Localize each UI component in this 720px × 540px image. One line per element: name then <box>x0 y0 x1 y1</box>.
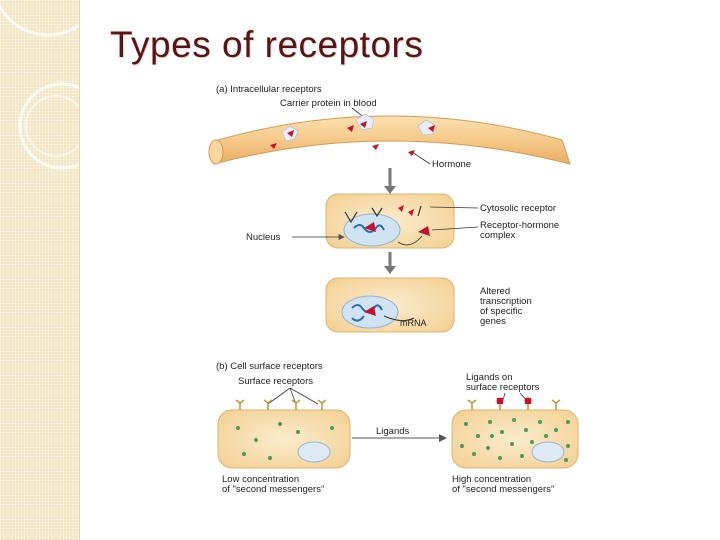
altered-label-line1: Altered <box>480 286 510 297</box>
receptor-icons-high <box>467 399 561 410</box>
target-cell-2 <box>325 277 455 333</box>
complex-label-line2: complex <box>480 230 516 241</box>
flow-arrow-1-head <box>384 186 396 194</box>
mrna-label: mRNA <box>400 318 427 328</box>
ligand-pointers <box>501 392 529 405</box>
blood-vessel <box>208 115 571 165</box>
cell-high-concentration <box>451 409 579 469</box>
high-concentration-line1: High concentration <box>452 474 531 485</box>
high-concentration-line2: of "second messengers" <box>452 484 554 495</box>
low-concentration-line2: of "second messengers" <box>222 484 324 495</box>
receptor-icons-low <box>235 399 327 410</box>
altered-label-line4: genes <box>480 316 506 327</box>
flow-arrow-2-head <box>384 266 396 274</box>
ligands-on-label-line1: Ligands on <box>466 372 512 383</box>
cytosolic-receptor-label: Cytosolic receptor <box>480 203 556 214</box>
altered-label-line3: of specific <box>480 306 522 317</box>
part-b-heading: (b) Cell surface receptors <box>216 361 323 372</box>
low-concentration-line1: Low concentration <box>222 474 299 485</box>
part-a-heading: (a) Intracellular receptors <box>216 84 322 95</box>
surface-receptors-label: Surface receptors <box>238 376 313 387</box>
target-cell-1 <box>325 193 455 249</box>
ligands-label: Ligands <box>376 426 410 437</box>
nucleus-label: Nucleus <box>246 232 281 243</box>
slide-title: Types of receptors <box>110 24 424 65</box>
complex-pointer-line <box>431 226 479 231</box>
altered-label-line2: transcription <box>480 296 532 307</box>
ligands-on-label-line2: surface receptors <box>466 382 540 393</box>
hormone-pointer-line <box>411 151 431 165</box>
cell-low-concentration <box>217 409 351 469</box>
complex-label-line1: Receptor-hormone <box>480 220 559 231</box>
decorative-sidebar <box>0 0 79 540</box>
bound-ligand-icons <box>496 397 532 405</box>
hormone-icons <box>270 121 435 156</box>
sidebar-divider <box>79 0 80 540</box>
hormone-label: Hormone <box>432 159 471 170</box>
sidebar-circles <box>0 3 79 170</box>
carrier-protein-label: Carrier protein in blood <box>280 98 377 109</box>
cytosolic-pointer-line <box>429 206 479 209</box>
